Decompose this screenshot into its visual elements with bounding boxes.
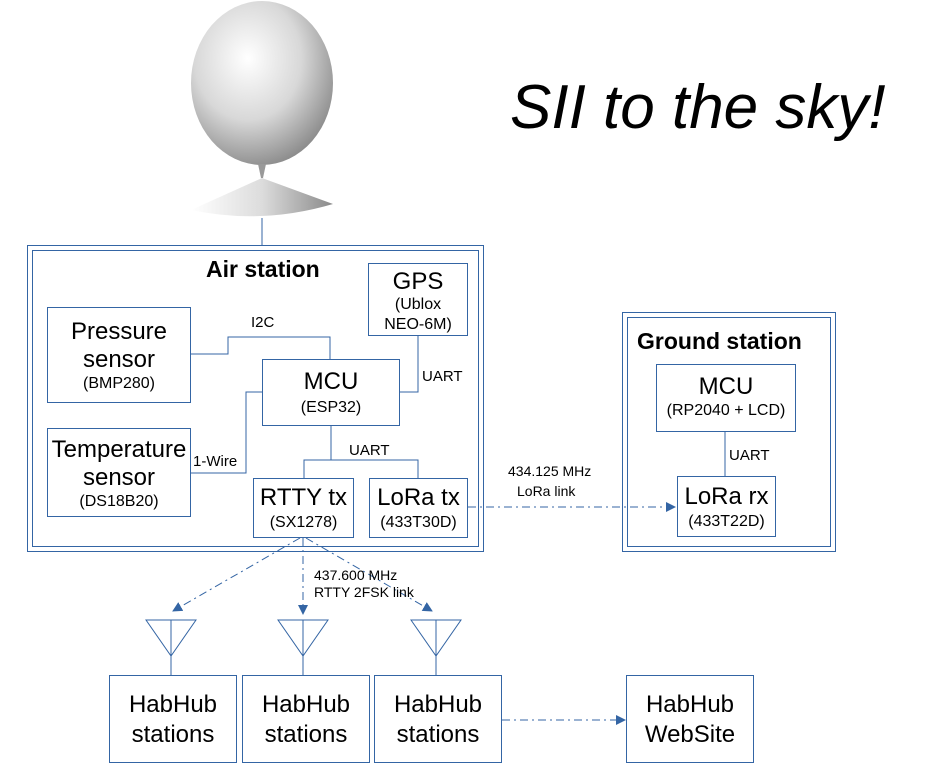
habhub-website-line1: HabHub (645, 691, 735, 718)
ground-station-title: Ground station (637, 328, 802, 354)
gps-name: GPS (392, 268, 444, 295)
uart-tx-line (303, 426, 332, 478)
pressure-name-1: Pressure (70, 318, 168, 345)
lora-rx-part: (433T22D) (688, 513, 765, 530)
pressure-part: (BMP280) (82, 375, 156, 392)
antenna-icon (145, 619, 197, 675)
rtty-tx-name: RTTY tx (259, 484, 348, 511)
ground-mcu-box: MCU (RP2040 + LCD) (656, 364, 796, 432)
onewire-line (191, 391, 262, 474)
antenna-icon (410, 619, 462, 675)
ground-mcu-part: (RP2040 + LCD) (666, 402, 786, 419)
habhub-station-line1: HabHub (261, 691, 351, 718)
antenna-icon (277, 619, 329, 675)
gps-box: GPS (Ublox NEO-6M) (368, 263, 468, 336)
rtty-arrow-right (305, 537, 433, 612)
pressure-name-2: sensor (82, 346, 156, 373)
habhub-station-line2: stations (396, 721, 480, 748)
balloon-icon (191, 1, 333, 246)
rtty-tx-box: RTTY tx (SX1278) (253, 478, 354, 538)
temperature-part: (DS18B20) (79, 493, 159, 510)
uart-gps-label: UART (422, 368, 463, 385)
air-mcu-part: (ESP32) (300, 399, 362, 416)
headline: SII to the sky! (510, 73, 886, 142)
uart-tx-label: UART (349, 442, 390, 459)
i2c-label: I2C (251, 314, 275, 331)
air-mcu-name: MCU (303, 368, 359, 395)
temperature-sensor-box: Temperature sensor (DS18B20) (47, 428, 191, 517)
uart-tx-branch (331, 459, 419, 478)
air-station-title: Air station (206, 256, 320, 282)
rtty-tx-part: (SX1278) (269, 514, 338, 531)
rtty-link-freq: 437.600 MHz (314, 567, 398, 583)
rtty-arrow-left (172, 537, 301, 612)
habhub-station-line2: stations (264, 721, 348, 748)
i2c-line (191, 336, 331, 359)
air-mcu-box: MCU (ESP32) (262, 359, 400, 426)
habhub-station-box: HabHub stations (242, 675, 370, 763)
uart-gps-line (400, 336, 419, 393)
lora-link-name: LoRa link (517, 483, 576, 499)
temperature-name-1: Temperature (51, 436, 187, 463)
habhub-station-line2: stations (131, 721, 215, 748)
temperature-name-2: sensor (82, 464, 156, 491)
lora-rx-box: LoRa rx (433T22D) (677, 476, 776, 537)
habhub-station-box: HabHub stations (109, 675, 237, 763)
air-station-frame (27, 245, 484, 552)
habhub-website-box: HabHub WebSite (626, 675, 754, 763)
lora-tx-part: (433T30D) (380, 514, 457, 531)
gps-part-2: NEO-6M) (384, 316, 452, 333)
habhub-station-line1: HabHub (128, 691, 218, 718)
lora-tx-box: LoRa tx (433T30D) (369, 478, 468, 538)
habhub-station-line1: HabHub (393, 691, 483, 718)
gps-part-1: (Ublox (394, 296, 442, 313)
rtty-link-name: RTTY 2FSK link (314, 584, 414, 600)
lora-tx-name: LoRa tx (377, 484, 460, 511)
ground-mcu-name: MCU (698, 373, 754, 400)
habhub-station-box: HabHub stations (374, 675, 502, 763)
habhub-website-line2: WebSite (644, 721, 736, 748)
pressure-sensor-box: Pressure sensor (BMP280) (47, 307, 191, 403)
lora-link-freq: 434.125 MHz (508, 463, 592, 479)
ground-uart-label: UART (729, 447, 770, 464)
lora-rx-name: LoRa rx (684, 483, 769, 510)
ground-station-frame (622, 312, 836, 552)
onewire-label: 1-Wire (193, 453, 238, 470)
